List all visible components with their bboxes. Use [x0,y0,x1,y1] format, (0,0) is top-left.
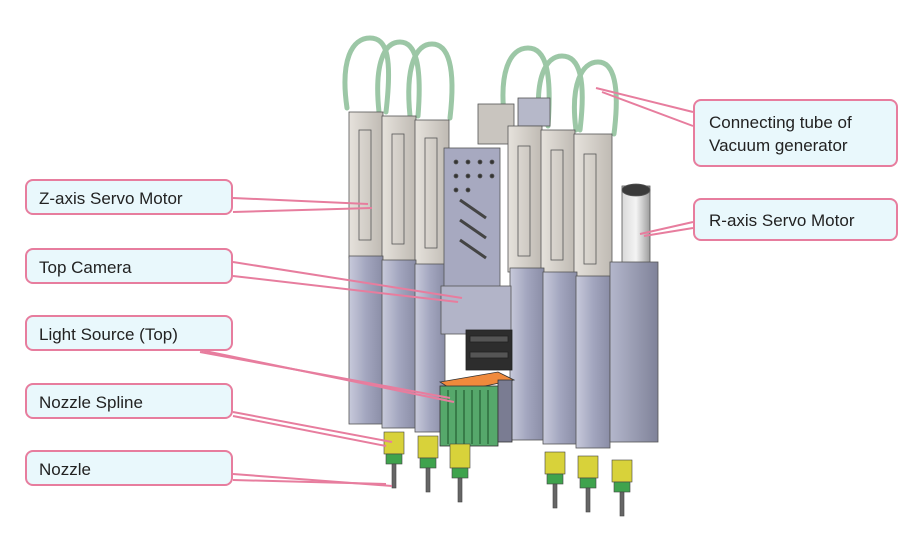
vacuum-tube [535,53,585,133]
nozzle-assembly [449,443,471,503]
z-motor [540,129,576,277]
callout-r-axis-servo-motor: R-axis Servo Motor [693,198,898,241]
z-motor [348,111,384,259]
nozzle-assembly [417,435,439,493]
leader-tube [595,87,694,113]
callout-label: Light Source (Top) [39,325,178,344]
callout-label: Z-axis Servo Motor [39,189,183,208]
z-modules-right [509,261,659,449]
camera-mount-plate [440,147,512,335]
callout-light-source-top: Light Source (Top) [25,315,233,351]
top-bracket [517,97,551,127]
callout-label-line1: Connecting tube of [709,113,852,132]
z-motor [381,115,417,263]
vacuum-tube [342,35,392,115]
leader-r-axis-2 [643,227,694,237]
z-axis-servo-motors-left [348,111,450,267]
z-motor [573,133,613,281]
callout-label: Top Camera [39,258,132,277]
nozzle-assembly [577,455,599,513]
leader-nozzle-spline [232,411,393,443]
leader-light-source-2 [199,351,451,399]
leader-nozzle-2 [232,479,387,485]
callout-connecting-tube: Connecting tube of Vacuum generator [693,99,898,167]
leader-top-camera [232,261,463,299]
z-motor [507,125,543,273]
leader-r-axis [639,221,694,235]
callout-nozzle-spline: Nozzle Spline [25,383,233,419]
callout-label: Nozzle [39,460,91,479]
z-axis-servo-motors-right [507,125,613,281]
top-camera [465,329,513,371]
vacuum-tube [406,41,455,121]
leader-z-axis [232,197,369,205]
nozzle-assembly [383,431,405,489]
vacuum-tube [375,39,422,119]
callout-label: Nozzle Spline [39,393,143,412]
vacuum-tube [500,45,552,129]
z-motor [414,119,450,267]
callout-nozzle: Nozzle [25,450,233,486]
callout-label-line2: Vacuum generator [709,136,848,155]
leader-nozzle-spline-2 [232,415,387,447]
callout-z-axis-servo-motor: Z-axis Servo Motor [25,179,233,215]
r-axis-servo-motor [621,183,651,273]
nozzle-assembly [611,459,633,517]
vacuum-tubes [342,35,619,137]
callout-label: R-axis Servo Motor [709,211,855,230]
leader-tube-2 [601,91,694,127]
nozzle-assembly [544,451,566,509]
nozzle-assemblies [383,431,633,517]
leader-z-axis-2 [232,207,373,213]
leader-top-camera-2 [232,275,459,303]
callout-top-camera: Top Camera [25,248,233,284]
light-source [438,371,516,447]
leader-lines [199,87,694,487]
